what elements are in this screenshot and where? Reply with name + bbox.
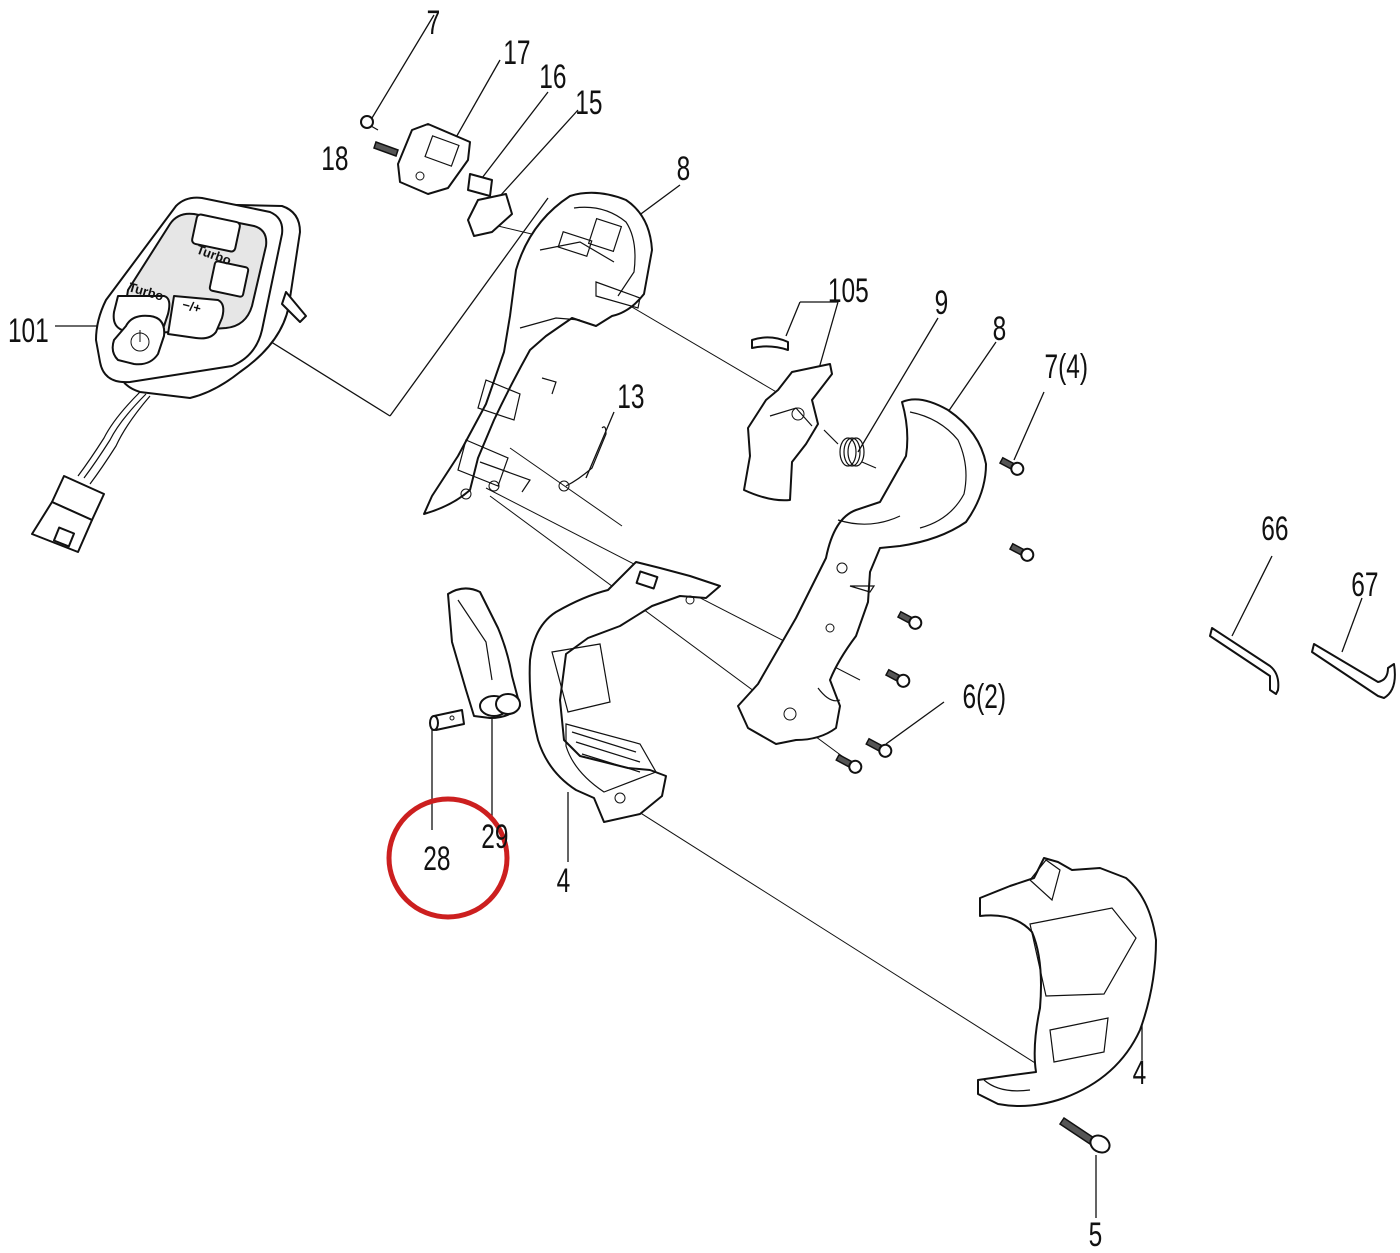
- handle-half-8-right: [737, 398, 987, 745]
- guard-half-4-left: [528, 561, 721, 823]
- leader-lines: [55, 14, 1363, 1218]
- label-66: 66: [1261, 510, 1288, 548]
- screws-7x4: [884, 456, 1035, 688]
- control-panel-101: Turbo Turbo −/+: [31, 196, 307, 553]
- label-16: 16: [539, 58, 566, 96]
- label-8-right: 8: [993, 310, 1007, 348]
- label-17: 17: [503, 34, 530, 72]
- label-5: 5: [1089, 1216, 1103, 1253]
- label-9: 9: [935, 284, 949, 322]
- label-29: 29: [481, 818, 508, 856]
- part-labels: 7 17 16 15 18 8 101 105 9 8 7(4) 13 66 6…: [8, 4, 1379, 1253]
- label-7x4: 7(4): [1044, 348, 1088, 386]
- label-8-left: 8: [677, 150, 691, 188]
- label-105: 105: [828, 272, 869, 310]
- label-6x2: 6(2): [962, 678, 1006, 716]
- guard-half-4-right: [977, 857, 1157, 1107]
- screws-6x2: [835, 737, 893, 774]
- highlight-circle: [386, 796, 510, 920]
- label-13: 13: [617, 378, 644, 416]
- panel-speed-button-text: −/+: [181, 297, 203, 316]
- screw-7-top: [360, 115, 379, 131]
- handle-half-8-left: [423, 191, 653, 515]
- label-4-right: 4: [1133, 1054, 1147, 1092]
- screw-18: [373, 141, 399, 157]
- label-15: 15: [575, 84, 602, 122]
- hex-key-66: [1209, 627, 1280, 695]
- label-7: 7: [427, 4, 441, 42]
- switch-cover-15: [467, 193, 513, 237]
- pin-28: [429, 709, 465, 731]
- trigger-lock-29: [447, 587, 521, 719]
- switch-housing-17: [397, 123, 471, 195]
- label-28: 28: [423, 840, 450, 878]
- hex-key-67: [1311, 643, 1396, 699]
- label-101: 101: [8, 312, 49, 350]
- lever-105: [743, 336, 833, 502]
- torsion-spring-9: [823, 429, 877, 469]
- long-screw-5: [1058, 1116, 1111, 1154]
- switch-16: [467, 173, 493, 197]
- label-4-left: 4: [557, 862, 571, 900]
- label-67: 67: [1351, 566, 1378, 604]
- wire-spring-13: [558, 426, 607, 492]
- label-18: 18: [321, 140, 348, 178]
